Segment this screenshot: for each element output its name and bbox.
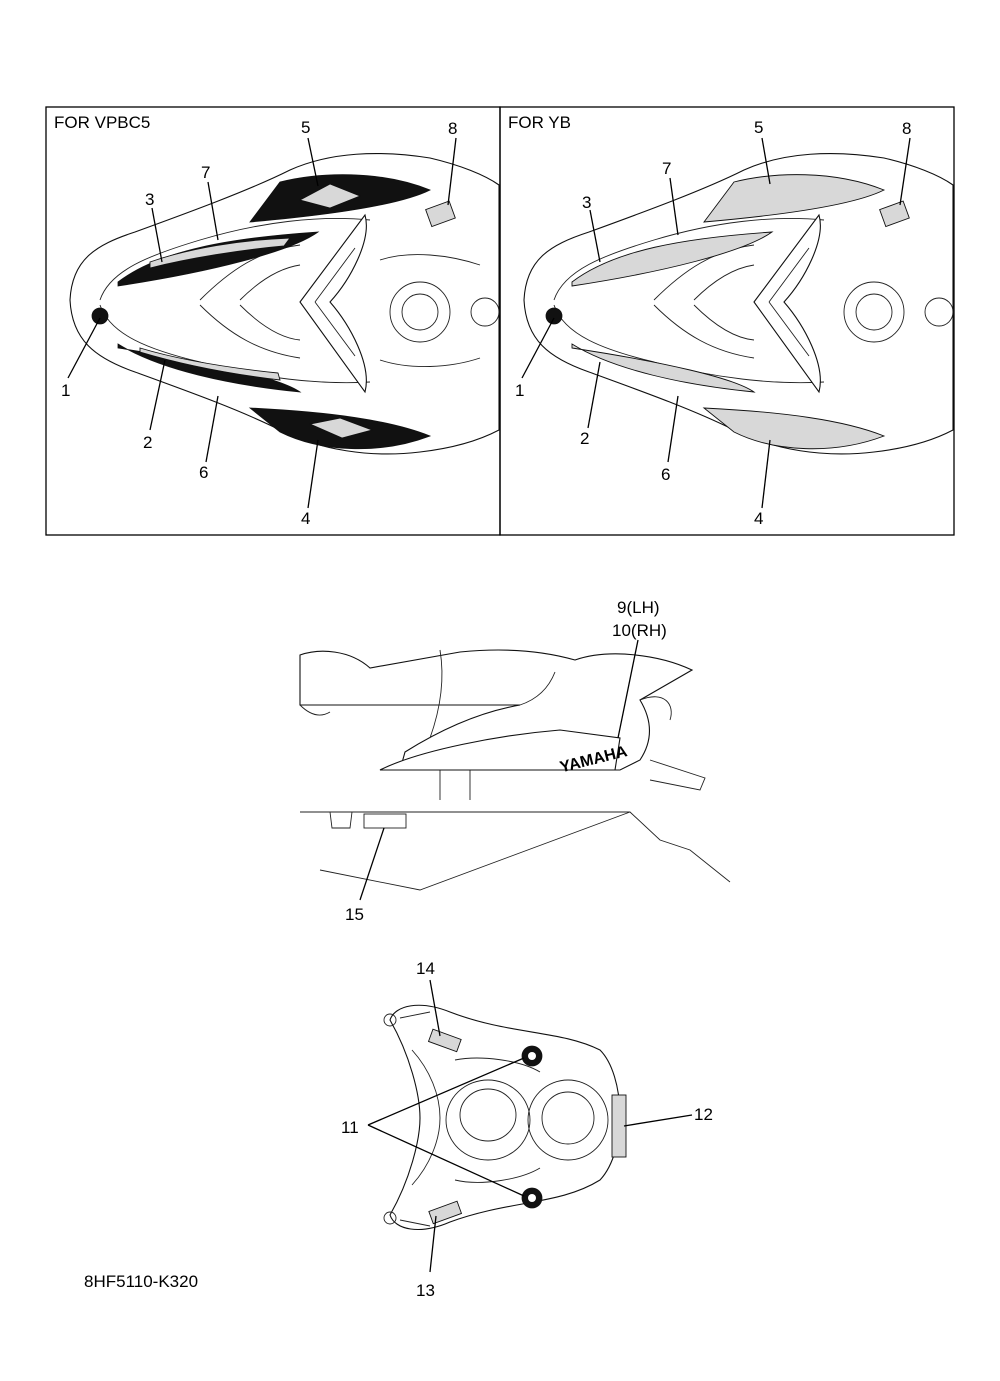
- yamaha-emblem-icon: [545, 307, 563, 325]
- callout-14: 14: [416, 959, 435, 978]
- callout-9-lh: 9(LH): [617, 598, 660, 617]
- callout-1: 1: [515, 381, 524, 400]
- yamaha-emblem-icon: [91, 307, 109, 325]
- callout-10-rh: 10(RH): [612, 621, 667, 640]
- hull-top-view-yb: [523, 152, 954, 455]
- panel-header-yb: FOR YB: [508, 113, 571, 132]
- callout-2: 2: [580, 429, 589, 448]
- callout-6: 6: [661, 465, 670, 484]
- callout-8: 8: [902, 119, 911, 138]
- callout-15: 15: [345, 905, 364, 924]
- callout-12: 12: [694, 1105, 713, 1124]
- drawing-code: 8HF5110-K320: [84, 1272, 199, 1291]
- callout-1: 1: [61, 381, 70, 400]
- callout-7: 7: [662, 159, 671, 178]
- callout-7: 7: [201, 163, 210, 182]
- callout-8: 8: [448, 119, 457, 138]
- decal-12-rect: [611, 1094, 627, 1158]
- callout-5: 5: [754, 118, 763, 137]
- decal-14-rect: [427, 1028, 462, 1053]
- callout-11: 11: [341, 1118, 359, 1137]
- callout-4: 4: [301, 509, 310, 528]
- callout-6: 6: [199, 463, 208, 482]
- decal-15-rect: [363, 813, 407, 829]
- callout-5: 5: [301, 118, 310, 137]
- hull-top-view-vpbc5: [69, 152, 500, 455]
- side-view: YAMAHA: [299, 649, 731, 891]
- panel-frame-yb: [499, 106, 955, 536]
- callout-3: 3: [145, 190, 154, 209]
- callout-2: 2: [143, 433, 152, 452]
- panel-header-vpbc5: FOR VPBC5: [54, 113, 150, 132]
- leaders-yb: [521, 137, 911, 509]
- leaders-vpbc5: [67, 137, 457, 509]
- callout-13: 13: [416, 1281, 435, 1300]
- decal-13-rect: [428, 1200, 463, 1225]
- rear-view: [383, 1004, 627, 1230]
- callout-4: 4: [754, 509, 763, 528]
- callout-3: 3: [582, 193, 591, 212]
